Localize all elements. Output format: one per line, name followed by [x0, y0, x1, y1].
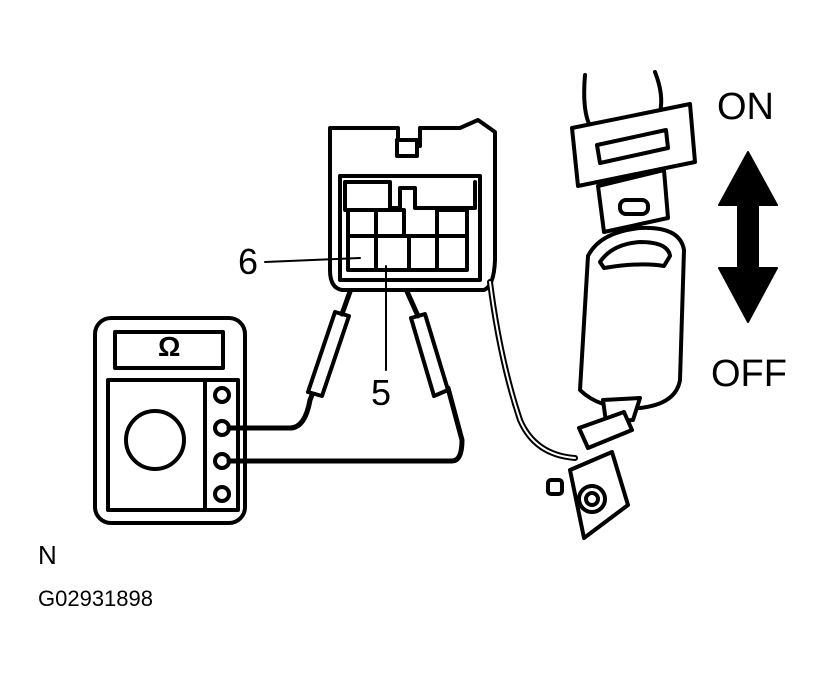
on-off-double-arrow — [718, 151, 778, 323]
meter-display — [113, 330, 225, 370]
meter-selector-dial — [124, 409, 186, 471]
note-letter: N — [38, 540, 57, 570]
ohmmeter — [93, 316, 247, 525]
pin-6-leader — [264, 257, 361, 263]
buckle-connector — [328, 118, 497, 292]
terminal-6 — [346, 234, 378, 272]
pin-6-label: 6 — [238, 241, 259, 282]
harness-outer — [487, 279, 578, 461]
seatbelt-tongue — [570, 70, 697, 234]
pin-5-label: 5 — [371, 372, 392, 413]
seatbelt-buckle — [546, 225, 686, 540]
meter-jack-4 — [213, 485, 231, 503]
figure-code: G02931898 — [38, 586, 153, 611]
on-label: ON — [717, 86, 774, 128]
meter-unit-symbol: Ω — [158, 331, 181, 362]
off-label: OFF — [711, 353, 787, 395]
meter-jack-1 — [213, 386, 231, 404]
terminal-5 — [374, 234, 411, 272]
